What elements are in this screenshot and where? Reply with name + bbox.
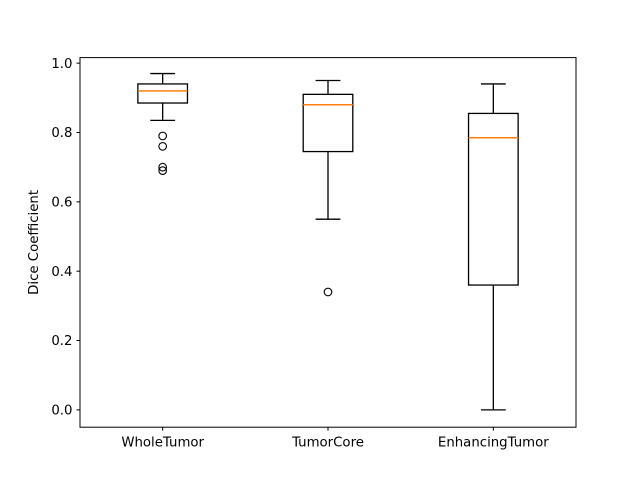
y-tick-label: 0.4	[51, 265, 72, 280]
outlier-point	[158, 142, 168, 151]
iqr-box	[302, 93, 354, 153]
y-axis-label: Dice Coefficient	[27, 190, 42, 295]
x-tick-label: WholeTumor	[121, 436, 204, 451]
x-tick-label: TumorCore	[291, 436, 364, 451]
iqr-box	[137, 83, 189, 104]
y-tick-label: 0.6	[51, 195, 72, 210]
box-group-enhancingtumor	[467, 83, 519, 411]
iqr-box	[467, 112, 519, 286]
y-tick-label: 0.8	[51, 126, 72, 141]
y-tick-label: 0.0	[51, 404, 72, 419]
outlier-point	[158, 166, 168, 175]
y-tick-label: 0.2	[51, 334, 72, 349]
box-group-tumorcore	[302, 79, 354, 297]
outlier-point	[158, 131, 168, 141]
x-tick-label: EnhancingTumor	[438, 436, 549, 451]
box-group-wholetumor	[137, 72, 189, 175]
outlier-point	[158, 162, 168, 172]
y-tick-label: 1.0	[51, 57, 72, 72]
outlier-point	[323, 287, 333, 297]
